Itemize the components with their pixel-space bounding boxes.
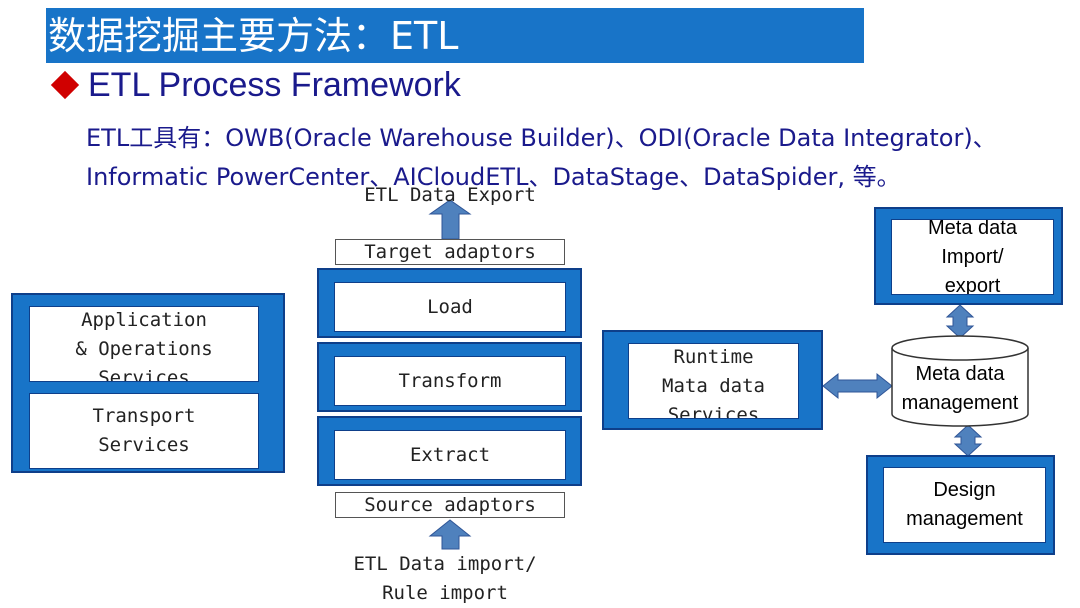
meta-import-line-2: Import/ bbox=[941, 246, 1004, 268]
export-label: ETL Data Export bbox=[364, 184, 536, 206]
meta-import-line-3: export bbox=[944, 275, 1001, 295]
design-box: Design management bbox=[883, 467, 1046, 543]
app-ops-line-2: & Operations bbox=[75, 338, 213, 360]
extract-label: Extract bbox=[409, 443, 491, 466]
meta-mgmt-label: Meta data management bbox=[892, 360, 1028, 418]
tools-line-1: ETL工具有：OWB(Oracle Warehouse Builder)、ODI… bbox=[86, 124, 997, 152]
runtime-meta-arrow bbox=[822, 372, 893, 400]
import-arrow bbox=[428, 519, 472, 550]
runtime-line-3: Services bbox=[667, 404, 760, 419]
app-ops-line-1: Application bbox=[81, 309, 207, 331]
source-adaptors-box: Source adaptors bbox=[335, 492, 565, 518]
title-bar bbox=[46, 8, 864, 63]
app-ops-label: Application & Operations Services bbox=[75, 307, 213, 382]
transform-label: Transform bbox=[398, 369, 502, 392]
design-line-2: management bbox=[906, 508, 1023, 530]
runtime-box: Runtime Mata data Services bbox=[628, 343, 799, 419]
meta-data-cylinder bbox=[891, 335, 1029, 427]
transport-label: Transport Services bbox=[93, 402, 196, 460]
meta-import-label: Meta data Import/ export bbox=[928, 219, 1017, 295]
runtime-label: Runtime Mata data Services bbox=[662, 344, 765, 419]
runtime-line-1: Runtime bbox=[673, 346, 754, 368]
meta-mgmt-line-2: management bbox=[901, 392, 1019, 414]
runtime-line-2: Mata data bbox=[662, 375, 765, 397]
section-heading: ETL Process Framework bbox=[88, 66, 461, 104]
export-arrow bbox=[428, 199, 472, 240]
import-label-line-2: Rule import bbox=[382, 582, 508, 604]
meta-design-arrow bbox=[953, 424, 983, 457]
design-label: Design management bbox=[906, 476, 1023, 534]
extract-box: Extract bbox=[334, 430, 566, 480]
transport-box: Transport Services bbox=[29, 393, 259, 469]
design-line-1: Design bbox=[933, 479, 996, 501]
import-meta-arrow bbox=[945, 304, 975, 339]
source-adaptors-label: Source adaptors bbox=[364, 494, 536, 516]
transport-line-1: Transport bbox=[92, 405, 196, 427]
transform-box: Transform bbox=[334, 356, 566, 406]
load-label: Load bbox=[427, 295, 473, 318]
target-adaptors-label: Target adaptors bbox=[364, 241, 536, 263]
import-label: ETL Data import/ Rule import bbox=[320, 550, 570, 608]
app-ops-line-3: Services bbox=[98, 367, 190, 382]
meta-import-box: Meta data Import/ export bbox=[891, 219, 1054, 295]
slide-title: 数据挖掘主要方法：ETL bbox=[48, 14, 459, 58]
tools-line-2: Informatic PowerCenter、AICloudETL、DataSt… bbox=[86, 163, 901, 191]
meta-mgmt-line-1: Meta data bbox=[915, 363, 1005, 385]
transport-line-2: Services bbox=[98, 434, 190, 456]
app-ops-box: Application & Operations Services bbox=[29, 306, 259, 382]
load-box: Load bbox=[334, 282, 566, 332]
target-adaptors-box: Target adaptors bbox=[335, 239, 565, 265]
import-label-line-1: ETL Data import/ bbox=[353, 553, 537, 575]
meta-import-line-1: Meta data bbox=[928, 219, 1017, 239]
